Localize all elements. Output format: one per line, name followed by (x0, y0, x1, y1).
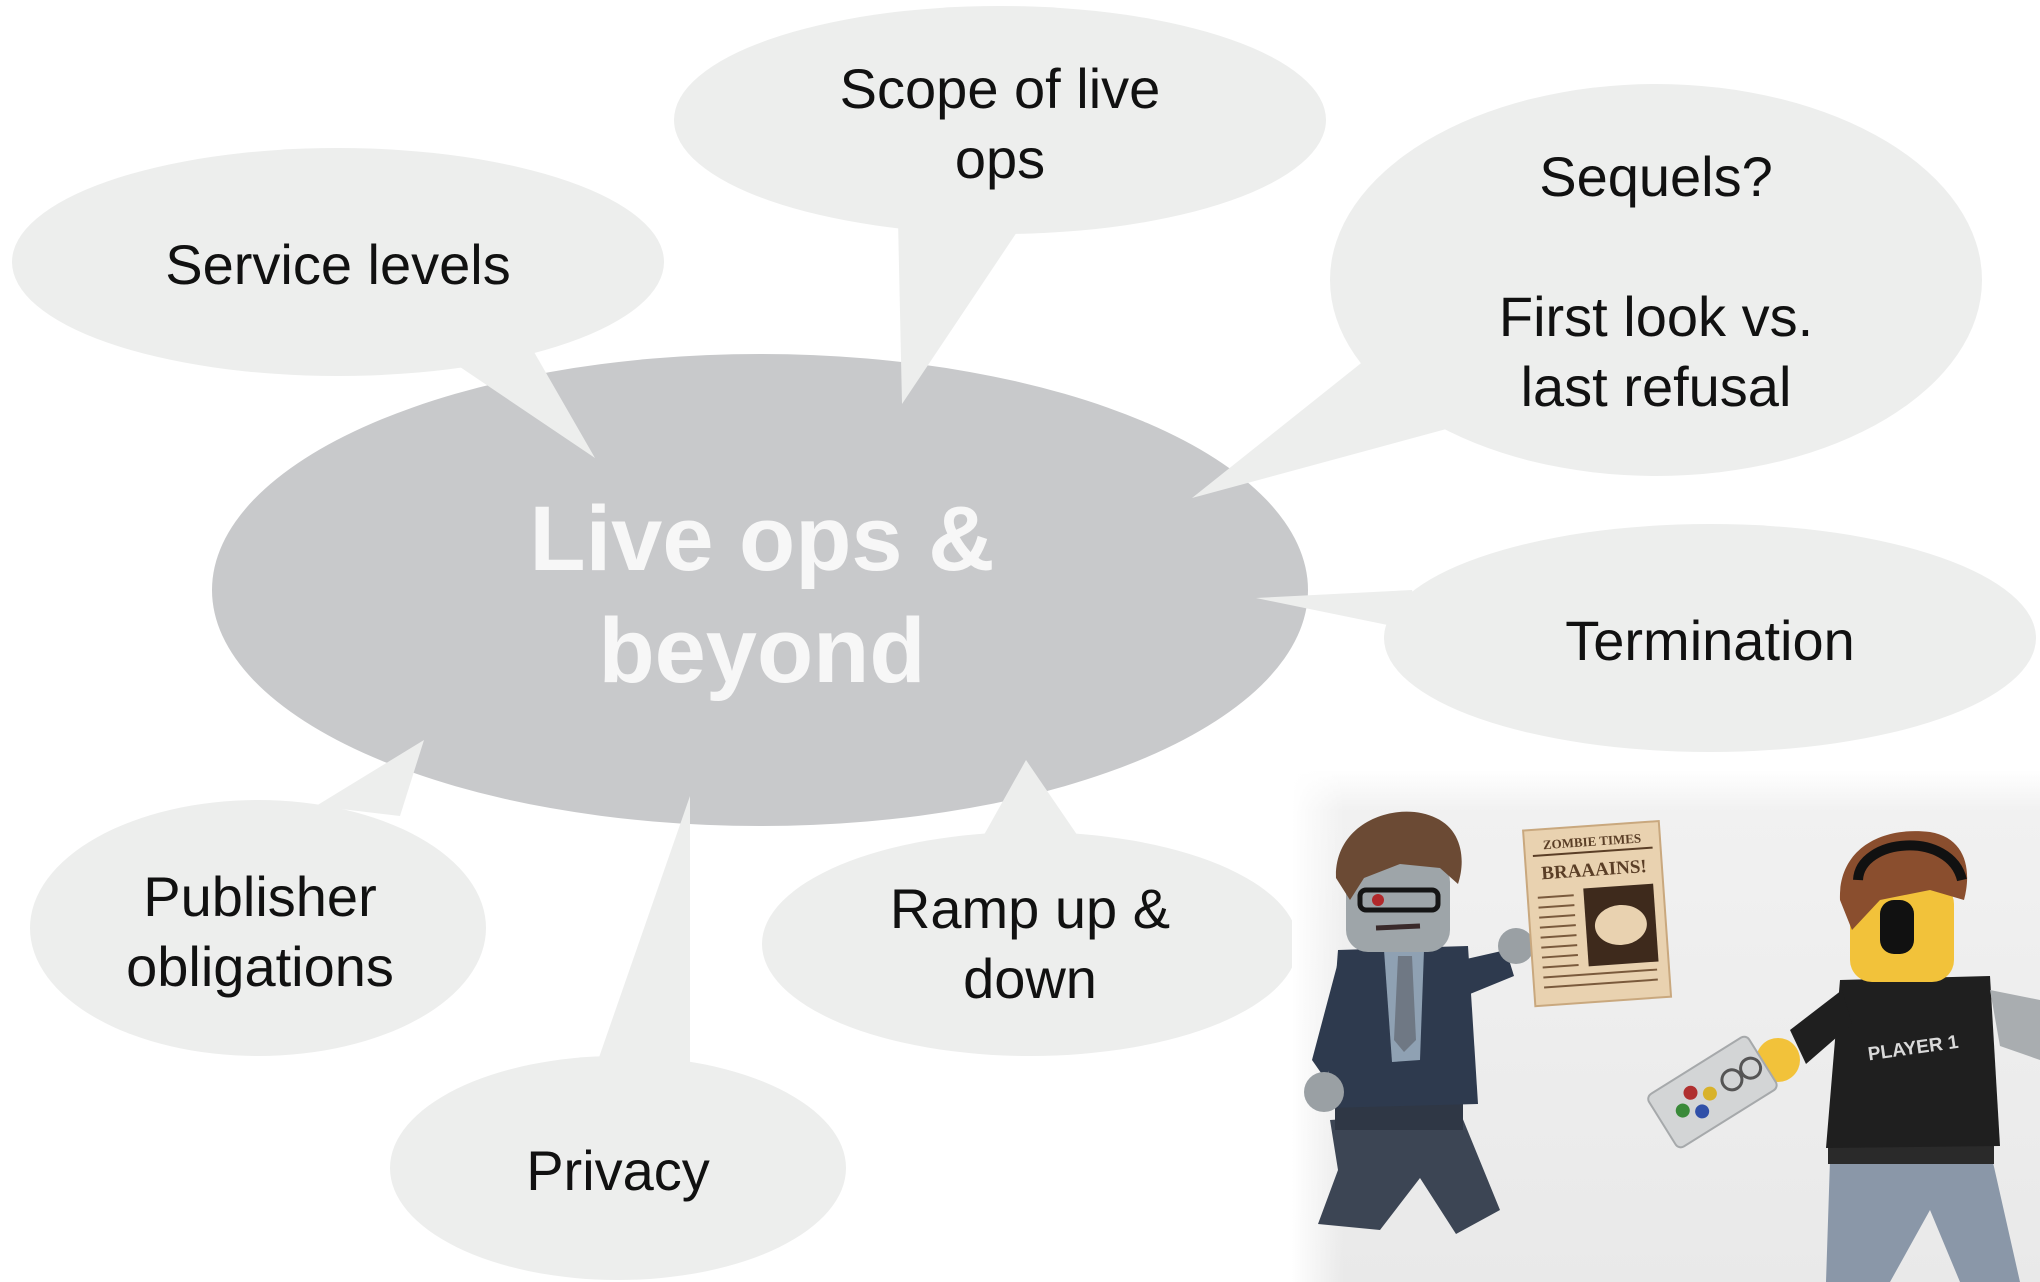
player-front-arm (1790, 990, 1852, 1064)
bubble-label-line-2: obligations (126, 935, 394, 998)
bubble-shape (674, 6, 1326, 234)
bubble-termination: Termination (1256, 524, 2036, 752)
bubble-scope-of-live-ops: Scope of live ops (674, 6, 1326, 404)
zombie-red-eye (1372, 894, 1384, 906)
player-back-arm (1990, 990, 2040, 1060)
bubble-tail (898, 220, 1025, 404)
controller-button-green (1675, 1103, 1690, 1118)
brain-icon (1594, 904, 1647, 946)
player-figure: PLAYER 1 (1647, 831, 2040, 1282)
zombie-head (1346, 860, 1450, 952)
bubble-service-levels: Service levels (12, 148, 664, 458)
newspaper-prop: ZOMBIE TIMES BRAAAINS! (1522, 820, 1673, 1008)
bubble-tail (1192, 360, 1450, 498)
zombie-hair (1335, 811, 1462, 900)
center-ellipse (212, 354, 1308, 826)
center-topic: Live ops & beyond (212, 354, 1308, 826)
center-title-line-1: Live ops & (529, 488, 994, 590)
bubble-tail (1256, 590, 1422, 632)
bubble-label: Termination (1565, 609, 1854, 672)
center-title-line-2: beyond (598, 600, 925, 702)
bubble-shape (762, 832, 1298, 1056)
controller-button-blue (1695, 1104, 1710, 1119)
bubble-shape (1330, 84, 1982, 476)
newspaper-rule (1532, 846, 1653, 857)
zombie-tie (1394, 956, 1416, 1052)
bubble-shape (12, 148, 664, 376)
controller-ring-2 (1739, 1056, 1763, 1080)
bubble-shape (1384, 524, 2036, 752)
bubble-publisher-obligations: Publisher obligations (30, 740, 486, 1056)
newspaper-text-lines (1537, 894, 1658, 989)
zombie-left-hand (1304, 1072, 1344, 1112)
bubble-label-line-2: First look vs. (1499, 285, 1813, 348)
player-torso (1826, 976, 2000, 1148)
bubble-tail (980, 760, 1082, 842)
zombie-right-hand (1498, 928, 1534, 964)
controller-button-yellow (1702, 1086, 1717, 1101)
headphones-icon (1853, 840, 1967, 882)
bubble-label-line-1: Ramp up & (890, 877, 1170, 940)
player-legs (1826, 1158, 2020, 1282)
newspaper-masthead: ZOMBIE TIMES (1542, 830, 1641, 852)
controller-ring-1 (1720, 1068, 1744, 1092)
bubble-label-line-2: ops (955, 127, 1045, 190)
bubble-shape (30, 800, 486, 1056)
minifigure-photo: ZOMBIE TIMES BRAAAINS! PLAYER 1 (1292, 770, 2040, 1282)
bubble-shape (390, 1056, 846, 1280)
zombie-left-arm (1312, 962, 1352, 1080)
bubble-label-line-1: Sequels? (1539, 145, 1773, 208)
bubble-sequels: Sequels? First look vs. last refusal (1192, 84, 1982, 498)
zombie-legs (1318, 1112, 1500, 1234)
zombie-figure (1304, 811, 1534, 1234)
bubble-label: Privacy (526, 1139, 710, 1202)
zombie-right-arm (1462, 950, 1514, 994)
headphone-earcup (1880, 900, 1914, 954)
bubble-privacy: Privacy (390, 796, 846, 1280)
bubble-tail (596, 796, 690, 1066)
bubble-label: Service levels (165, 233, 510, 296)
bubble-tail (420, 340, 595, 458)
bubble-label-line-2: down (963, 947, 1097, 1010)
zombie-mouth (1375, 923, 1421, 931)
controller-button-red (1683, 1085, 1698, 1100)
bubble-label-line-1: Scope of live (840, 57, 1161, 120)
bubble-tail (316, 740, 424, 816)
game-controller-prop (1647, 1035, 1778, 1149)
bubble-label-line-3: last refusal (1521, 355, 1792, 418)
zombie-glasses (1357, 887, 1441, 913)
bubble-label-line-1: Publisher (143, 865, 376, 928)
bubble-ramp-up-and-down: Ramp up & down (762, 760, 1298, 1056)
